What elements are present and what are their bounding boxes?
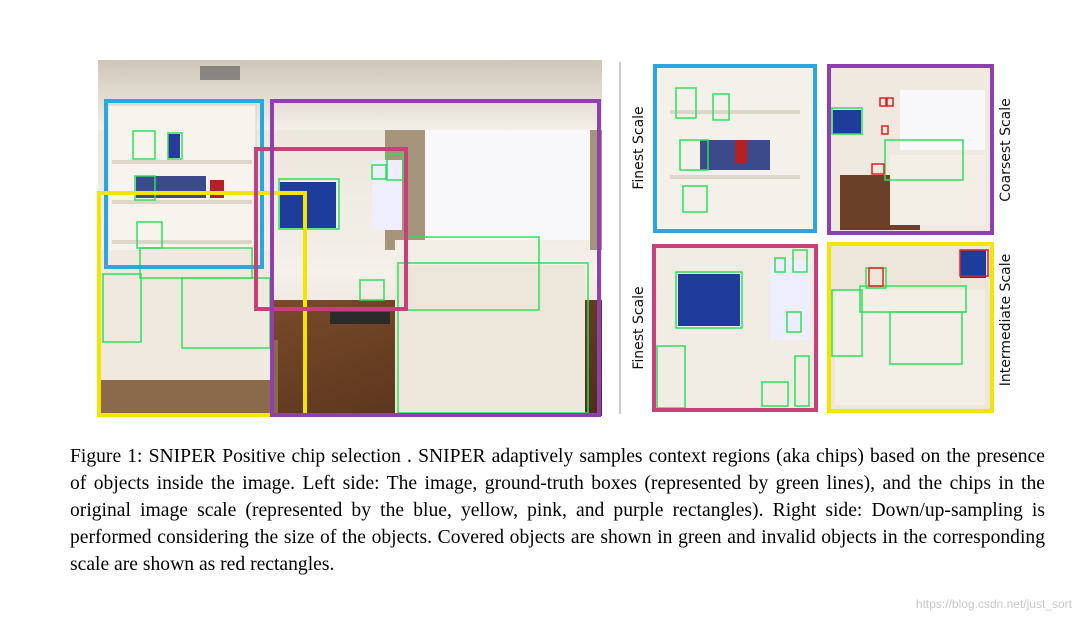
watermark: https://blog.csdn.net/just_sort [915,597,1072,611]
chip-rectangles [97,99,601,417]
chip-coarsest-purple [827,64,994,235]
figure-caption: Figure 1: SNIPER Positive chip selection… [70,443,1045,578]
label-bottom-right: Intermediate Scale [998,254,1014,386]
figure-panel: Finest Scale Coarsest Scale [97,60,1014,417]
label-top-left: Finest Scale [631,106,647,189]
main-photo [98,60,602,416]
caption-text: Figure 1: SNIPER Positive chip selection… [70,446,1045,575]
chip-intermediate-yellow [827,242,994,413]
label-top-right: Coarsest Scale [998,98,1014,201]
ground-truth-boxes [102,130,589,414]
chip-finest-pink [652,244,818,412]
figure-svg: Finest Scale Coarsest Scale [97,60,1014,417]
chip-finest-blue [653,64,817,233]
label-bottom-left: Finest Scale [631,286,647,369]
